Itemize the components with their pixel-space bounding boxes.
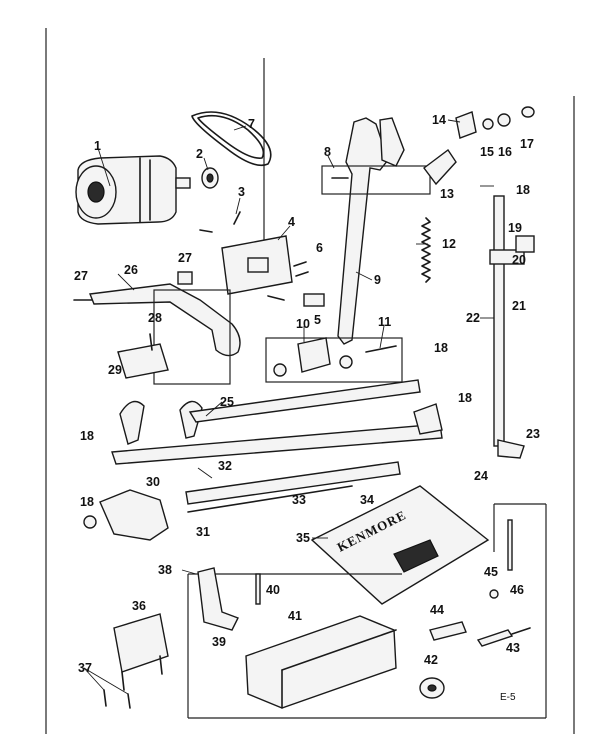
arm-frame-part — [337, 117, 405, 345]
page-code: E-5 — [500, 692, 516, 703]
callout-31: 31 — [196, 525, 210, 539]
needle-bar-shaft-part — [489, 195, 535, 459]
callout-41: 41 — [288, 609, 302, 623]
callout-16: 16 — [498, 145, 512, 159]
needle-threader-part — [255, 573, 261, 605]
callout-5: 5 — [314, 313, 321, 327]
callout-46: 46 — [510, 583, 524, 597]
callout-30: 30 — [146, 475, 160, 489]
upper-small-parts — [423, 106, 535, 186]
washer-part — [489, 589, 499, 599]
callout-35: 35 — [296, 531, 310, 545]
callout-18c: 18 — [458, 391, 472, 405]
callout-21: 21 — [512, 299, 526, 313]
throat-plate-part — [117, 289, 231, 385]
callout-18e: 18 — [80, 495, 94, 509]
callout-1: 1 — [94, 139, 101, 153]
callout-14: 14 — [432, 113, 446, 127]
callout-34: 34 — [360, 493, 374, 507]
hinge-bracket-part — [321, 165, 431, 195]
needle-part — [507, 519, 513, 571]
callout-29: 29 — [108, 363, 122, 377]
callout-32: 32 — [218, 459, 232, 473]
tension-spring-part — [421, 217, 431, 283]
callout-17: 17 — [520, 137, 534, 151]
attachment-box-part — [245, 615, 397, 709]
callout-44: 44 — [430, 603, 444, 617]
motor-bracket-part — [221, 235, 293, 301]
callout-20: 20 — [512, 253, 526, 267]
callout-19: 19 — [508, 221, 522, 235]
callout-12: 12 — [442, 237, 456, 251]
instruction-manual-part: KENMORE — [310, 485, 490, 605]
feed-dog-assembly-part — [83, 489, 169, 541]
callout-2: 2 — [196, 147, 203, 161]
lower-bracket-part — [265, 337, 403, 383]
callout-10: 10 — [296, 317, 310, 331]
callout-22: 22 — [466, 311, 480, 325]
callout-23: 23 — [526, 427, 540, 441]
pulley-part — [201, 167, 219, 189]
callout-38: 38 — [158, 563, 172, 577]
leader-lines — [83, 119, 494, 695]
foot-control-part — [113, 613, 169, 691]
callout-28: 28 — [148, 311, 162, 325]
callout-27b: 27 — [178, 251, 192, 265]
callout-18a: 18 — [516, 183, 530, 197]
callout-18b: 18 — [434, 341, 448, 355]
callout-25: 25 — [220, 395, 234, 409]
spacer-block-part — [303, 293, 325, 307]
callout-43: 43 — [506, 641, 520, 655]
bobbin-part — [419, 677, 445, 699]
callout-labels: 1 2 3 4 5 6 7 8 9 10 11 12 13 14 15 16 1… — [74, 113, 540, 675]
callout-27a: 27 — [74, 269, 88, 283]
drive-belt-part — [191, 111, 272, 167]
callout-37: 37 — [78, 661, 92, 675]
callout-11: 11 — [378, 315, 391, 329]
callout-42: 42 — [424, 653, 438, 667]
screws-part — [199, 211, 241, 233]
screwdriver-large-part — [429, 621, 467, 641]
callout-6: 6 — [316, 241, 323, 255]
callout-8: 8 — [324, 145, 331, 159]
lever-arm-part — [73, 271, 241, 357]
callout-40: 40 — [266, 583, 280, 597]
callout-13: 13 — [440, 187, 454, 201]
main-shaft-part — [111, 379, 443, 465]
callout-15: 15 — [480, 145, 494, 159]
feed-rod-part — [185, 461, 401, 513]
callout-7: 7 — [248, 117, 255, 131]
callout-45: 45 — [484, 565, 498, 579]
callout-9: 9 — [374, 273, 381, 287]
callout-26: 26 — [124, 263, 138, 277]
callout-4: 4 — [288, 215, 295, 229]
callout-39: 39 — [212, 635, 226, 649]
callout-3: 3 — [238, 185, 245, 199]
callout-33: 33 — [292, 493, 306, 507]
callout-24: 24 — [474, 469, 488, 483]
accessory-frame — [187, 503, 547, 719]
presser-foot-part — [197, 567, 239, 631]
callout-36: 36 — [132, 599, 146, 613]
bracket-screws-part — [293, 261, 309, 277]
motor-part — [75, 155, 191, 225]
screwdriver-small-part — [476, 629, 514, 647]
callout-18d: 18 — [80, 429, 94, 443]
